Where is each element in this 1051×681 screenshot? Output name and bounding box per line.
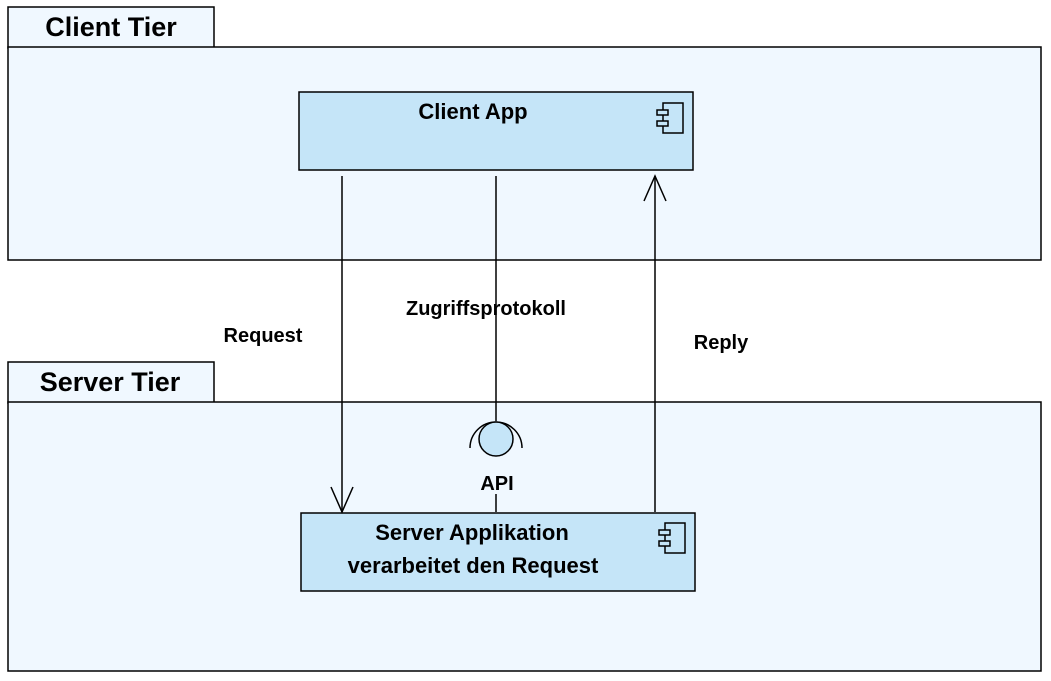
server-app-component: Server Applikation verarbeitet den Reque…: [300, 512, 696, 592]
reply-label: Reply: [694, 332, 749, 354]
request-label: Request: [224, 325, 303, 347]
client-app-box: [298, 91, 694, 171]
request-connector: [330, 176, 354, 514]
arrow-up-icon: [643, 174, 667, 202]
server-tier-title: Server Tier: [40, 367, 181, 397]
arrow-down-icon: [330, 486, 354, 514]
client-tier-title: Client Tier: [45, 12, 177, 42]
api-interface: [469, 421, 523, 457]
server-tier-tab: [7, 361, 215, 404]
client-app-component: Client App: [298, 91, 694, 171]
server-app-title-line1: Server Applikation: [375, 520, 569, 545]
client-app-title: Client App: [418, 99, 527, 124]
ball-icon: [478, 421, 514, 457]
server-app-box: [300, 512, 696, 592]
reply-connector: [643, 174, 667, 512]
api-label: API: [480, 473, 513, 495]
client-tier-tab: [7, 6, 215, 49]
server-app-title-line2: verarbeitet den Request: [348, 553, 599, 578]
protocol-label: Zugriffsprotokoll: [406, 298, 566, 320]
